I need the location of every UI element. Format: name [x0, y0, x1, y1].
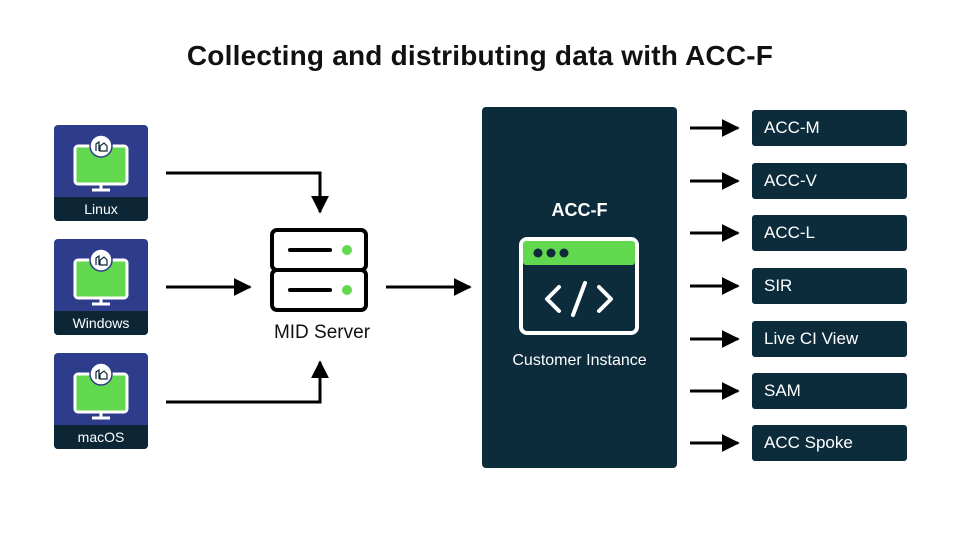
agent-card-linux: Linux — [54, 125, 148, 221]
target-acc-l: ACC-L — [752, 215, 907, 251]
monitor-agent-icon — [73, 134, 129, 192]
target-acc-spoke: ACC Spoke — [752, 425, 907, 461]
agent-label: Windows — [54, 311, 148, 335]
target-acc-m: ACC-M — [752, 110, 907, 146]
mid-server-label: MID Server — [273, 322, 371, 343]
target-sir: SIR — [752, 268, 907, 304]
agent-label: Linux — [54, 197, 148, 221]
instance-name: ACC-F — [551, 200, 608, 220]
agent-card-macos: macOS — [54, 353, 148, 449]
monitor-agent-icon — [73, 362, 129, 420]
code-window-icon — [519, 237, 639, 335]
arrow-linux-to-mid — [166, 171, 329, 214]
agent-card-windows: Windows — [54, 239, 148, 335]
target-acc-v: ACC-V — [752, 163, 907, 199]
customer-instance-panel: ACC-F Customer Instance — [482, 107, 677, 468]
diagram-title: Collecting and distributing data with AC… — [186, 40, 774, 71]
agent-label: macOS — [54, 425, 148, 449]
target-live-ci-view: Live CI View — [752, 321, 907, 357]
monitor-agent-icon — [73, 248, 129, 306]
target-sam: SAM — [752, 373, 907, 409]
arrow-macos-to-mid — [166, 360, 329, 404]
server-icon — [270, 228, 368, 312]
instance-subtitle: Customer Instance — [512, 352, 647, 369]
